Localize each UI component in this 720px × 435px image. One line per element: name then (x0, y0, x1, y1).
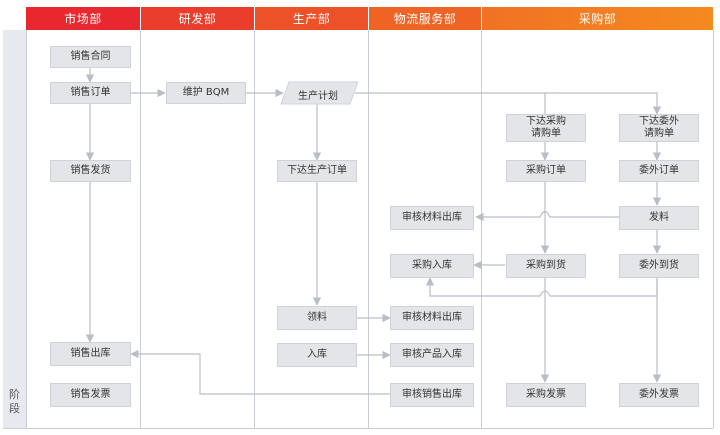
bottom-border (3, 428, 713, 429)
node-outsource-arrival: 委外到货 (619, 254, 699, 278)
header-production: 生产部 (255, 7, 368, 30)
node-audit-product-in: 审核产品入库 (390, 343, 474, 367)
stage-column (3, 30, 26, 428)
node-maintain-bqm: 维护 BQM (166, 82, 246, 104)
arrow-plan-to-purchasing (355, 92, 662, 115)
arrow-outsource-arrival-to-purchase-in (425, 277, 658, 297)
stage-label: 阶 段 (9, 388, 20, 415)
node-audit-material-out-2: 审核材料出库 (390, 306, 474, 330)
node-warehouse-in: 入库 (277, 343, 357, 367)
lane-divider (481, 30, 482, 428)
header-purchasing: 采购部 (482, 7, 713, 30)
node-sales-delivery: 销售发货 (50, 160, 131, 182)
node-purchase-order: 采购订单 (506, 160, 586, 182)
node-audit-sales-out: 审核销售出库 (390, 383, 474, 407)
arrow-sales-out-to-outbound (130, 349, 390, 395)
lane-divider (140, 30, 141, 428)
node-sales-invoice: 销售发票 (50, 383, 131, 407)
node-sales-outbound: 销售出库 (50, 342, 131, 366)
lane-divider (713, 30, 714, 428)
lane-divider (254, 30, 255, 428)
node-material-issue: 发料 (619, 206, 699, 230)
node-purchase-invoice: 采购发票 (506, 383, 586, 407)
lane-divider (26, 30, 27, 428)
header-rnd: 研发部 (141, 7, 254, 30)
node-issue-purchase-request: 下达采购 请购单 (506, 114, 586, 142)
node-purchase-in: 采购入库 (390, 254, 474, 278)
lane-divider (368, 30, 369, 428)
header-logistics: 物流服务部 (369, 7, 481, 30)
node-material-pick: 领料 (277, 306, 357, 330)
node-production-plan: 生产计划 (298, 90, 338, 102)
arrow-issue-to-audit (475, 210, 619, 222)
production-plan-shape (280, 81, 359, 105)
node-sales-contract: 销售合同 (50, 46, 131, 68)
node-outsource-order: 委外订单 (619, 160, 699, 182)
node-audit-material-out-1: 审核材料出库 (390, 206, 474, 230)
node-issue-outsource-request: 下达委外 请购单 (619, 114, 699, 142)
header-marketing: 市场部 (26, 7, 140, 30)
node-purchase-arrival: 采购到货 (506, 254, 586, 278)
node-outsource-invoice: 委外发票 (619, 383, 699, 407)
node-issue-production-order: 下达生产订单 (277, 160, 357, 182)
node-sales-order: 销售订单 (50, 82, 131, 104)
